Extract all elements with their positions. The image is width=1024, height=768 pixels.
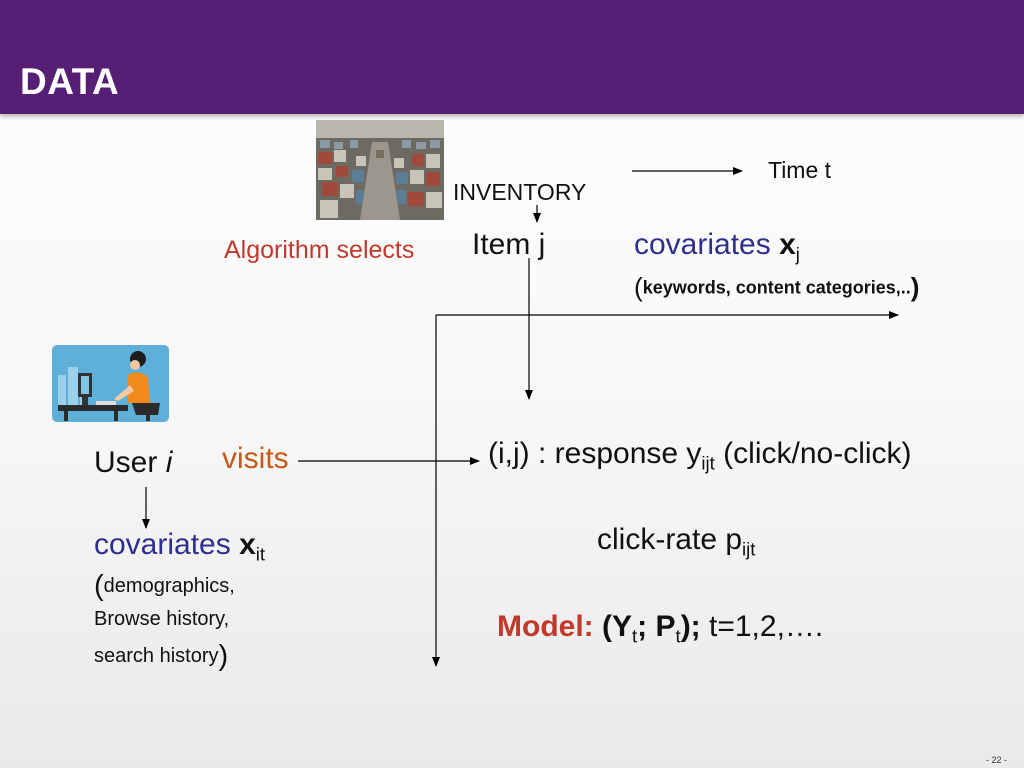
model-suffix: t=1,2,….	[709, 610, 824, 643]
response-suffix: (click/no-click)	[714, 437, 912, 470]
model-open: (Y	[602, 610, 632, 643]
clickrate-sub: ijt	[742, 538, 756, 560]
response-sub: ijt	[701, 452, 715, 474]
user-detail-line3: search history)	[94, 640, 228, 673]
user-detail-line1-text: demographics,	[103, 575, 235, 598]
time-label: Time t	[768, 157, 832, 183]
model-sep: ; P	[637, 610, 676, 643]
model-y-sub: t	[632, 625, 638, 647]
warehouse-photo	[316, 120, 444, 220]
model-close: );	[680, 610, 701, 643]
user-var: i	[165, 446, 173, 479]
model-formula: Model: (Yt; Pt); t=1,2,….	[497, 610, 823, 648]
response-prefix: (i,j) : response y	[488, 437, 702, 470]
user-detail-open: (	[94, 570, 104, 602]
header-bar: DATA	[0, 0, 1024, 114]
algorithm-selects-label: Algorithm selects	[224, 236, 415, 264]
response-label: (i,j) : response yijt (click/no-click)	[488, 437, 912, 475]
item-covariates-word: covariates	[634, 228, 771, 261]
item-covariates-detail: (keywords, content categories,..)	[634, 272, 920, 303]
model-p-sub: t	[675, 625, 681, 647]
item-covariates-sub: j	[795, 243, 800, 265]
model-label: Model:	[497, 610, 594, 643]
page-number: - 22 -	[986, 755, 1008, 765]
user-covariates: covariates xit	[94, 528, 265, 566]
inventory-label: INVENTORY	[453, 179, 587, 205]
user-covariates-sub: it	[255, 543, 266, 565]
item-label: Item j	[472, 228, 546, 261]
user-covariates-var: x	[239, 528, 256, 561]
item-detail-text: keywords, content categories,..	[642, 277, 911, 298]
item-detail-open: (	[634, 272, 643, 302]
item-covariates: covariates xj	[634, 228, 800, 266]
clickrate-prefix: click-rate p	[597, 523, 743, 556]
user-label: User i	[94, 446, 172, 480]
user-covariates-word: covariates	[94, 528, 231, 561]
user-detail-line3-text: search history	[94, 645, 219, 668]
slide-title: DATA	[20, 61, 120, 102]
user-detail-line1: (demographics,	[94, 570, 235, 603]
item-detail-close: )	[910, 272, 920, 302]
user-word: User	[94, 446, 158, 479]
item-covariates-var: x	[779, 228, 796, 261]
visits-label: visits	[222, 442, 289, 475]
user-detail-close: )	[218, 640, 229, 672]
user-detail-line2: Browse history,	[94, 608, 230, 630]
user-at-computer-illustration	[52, 345, 169, 422]
clickrate-label: click-rate pijt	[597, 523, 755, 561]
